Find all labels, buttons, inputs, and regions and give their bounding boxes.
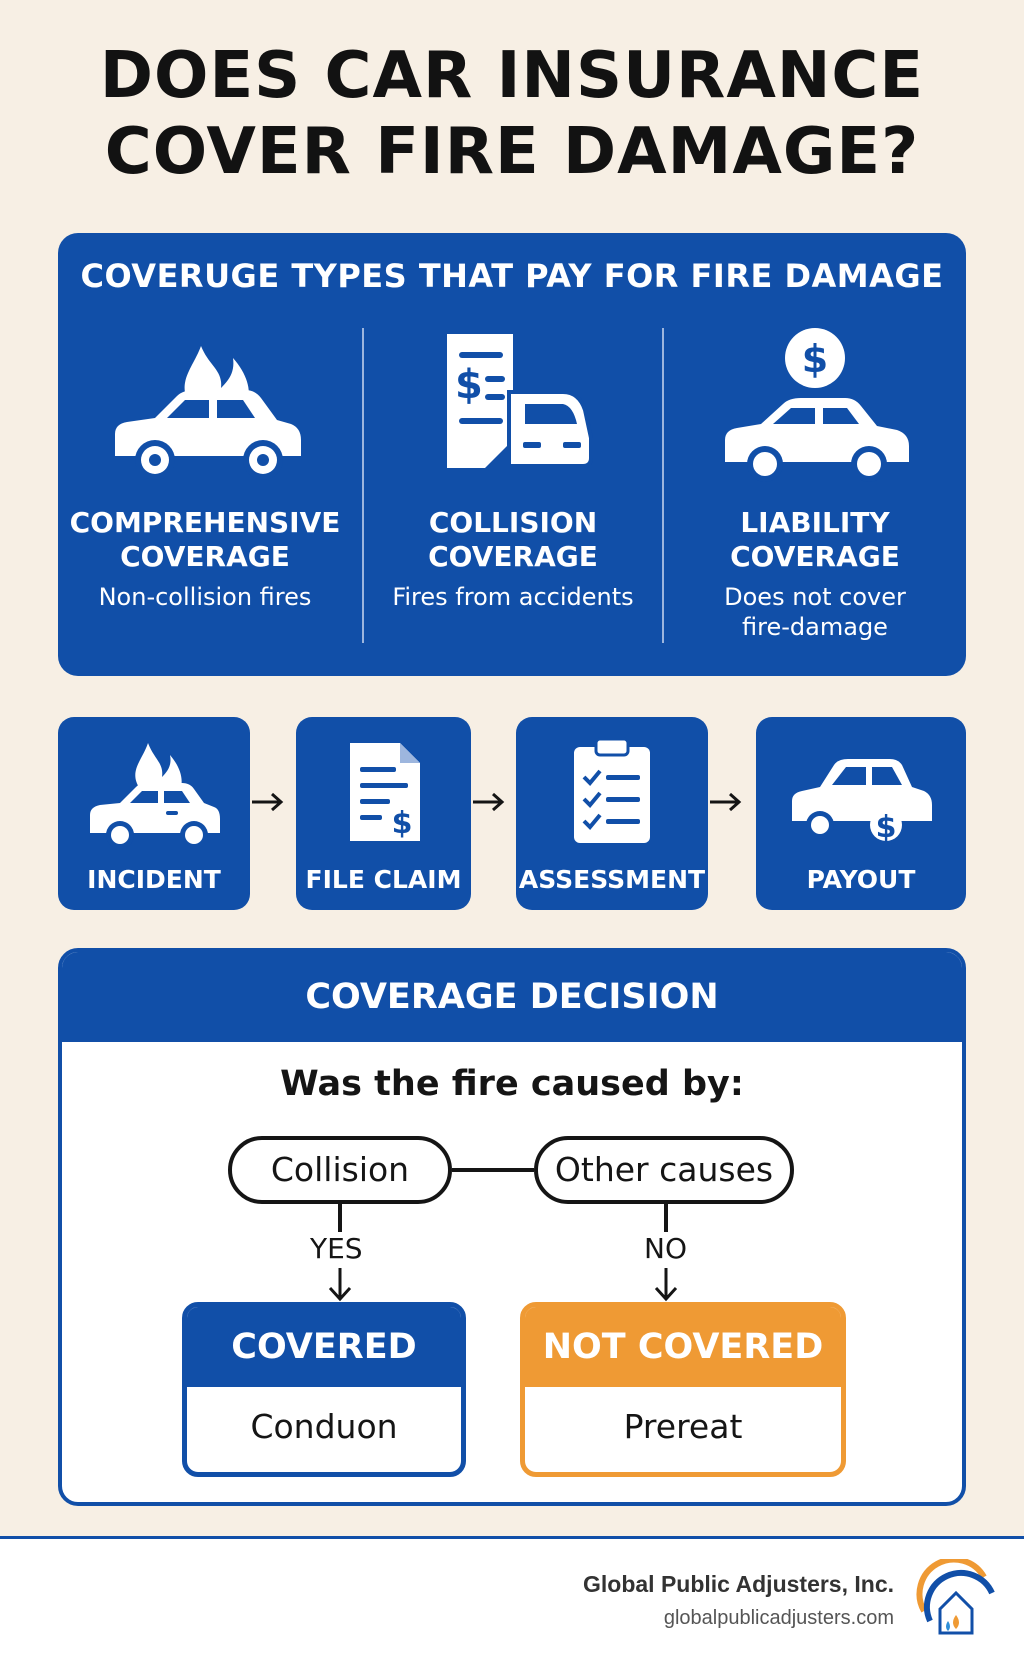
step-label: INCIDENT	[87, 865, 221, 894]
car-dollar-icon: $	[792, 759, 932, 845]
comprehensive-coverage-card: COMPREHENSIVE COVERAGE Non-collision fir…	[60, 328, 350, 648]
coverage-desc-line: Non-collision fires	[98, 583, 312, 611]
coverage-description: Does not cover fire-damage	[670, 582, 960, 642]
covered-title: COVERED	[187, 1307, 461, 1387]
svg-text:$: $	[876, 810, 897, 845]
coverage-title-line: LIABILITY	[740, 506, 890, 539]
coverage-desc-line: Fires from accidents	[392, 583, 634, 611]
coverage-decision-panel: COVERAGE DECISION Was the fire caused by…	[58, 948, 966, 1506]
coverage-heading: COVERUGE TYPES THAT PAY FOR FIRE DAMAGE	[80, 257, 944, 295]
not-covered-body: Prereat	[623, 1407, 743, 1446]
liability-coverage-card: $ LIABILITY COVERAGE Does not cover fire…	[670, 328, 960, 648]
coverage-title: LIABILITY COVERAGE	[670, 506, 960, 574]
step-label: PAYOUT	[806, 865, 916, 894]
coverage-title-line: COMPREHENSIVE	[69, 506, 341, 539]
option-collision: Collision	[228, 1136, 452, 1204]
page-title: DOES CAR INSURANCE COVER FIRE DAMAGE?	[30, 38, 994, 190]
coverage-title: COLLISION COVERAGE	[368, 506, 658, 574]
arrow-down-icon	[654, 1268, 678, 1302]
website-link[interactable]: globalpublicadjusters.com	[663, 1607, 894, 1629]
connector-line	[452, 1168, 534, 1172]
column-divider	[362, 328, 364, 643]
arrow-right-icon	[473, 792, 505, 812]
svg-text:$: $	[391, 806, 412, 841]
decision-question: Was the fire caused by:	[280, 1064, 744, 1104]
not-covered-box: NOT COVERED Prereat	[520, 1302, 846, 1477]
coverage-desc-line: Does not cover	[724, 583, 906, 611]
footer-divider	[0, 1536, 1024, 1539]
step-assessment: ASSESSMENT	[516, 717, 708, 910]
company-name: Global Public Adjusters, Inc.	[583, 1571, 894, 1597]
step-payout: $ PAYOUT	[756, 717, 966, 910]
coverage-title-line: COLLISION	[428, 506, 598, 539]
title-line-1: DOES CAR INSURANCE	[99, 39, 925, 113]
collision-coverage-card: $ COLLISION COVERAGE Fires from accident…	[368, 328, 658, 648]
coverage-title-line: COVERAGE	[428, 540, 598, 573]
coverage-types-panel: COVERUGE TYPES THAT PAY FOR FIRE DAMAGE …	[58, 233, 966, 676]
connector-line	[664, 1204, 668, 1232]
step-incident: INCIDENT	[58, 717, 250, 910]
coverage-title: COMPREHENSIVE COVERAGE	[60, 506, 350, 574]
burning-car-icon	[115, 346, 301, 480]
step-label: FILE CLAIM	[305, 865, 462, 894]
svg-text:$: $	[455, 362, 483, 408]
car-dollar-icon: $	[725, 328, 909, 482]
coverage-description: Non-collision fires	[60, 582, 350, 612]
coverage-title-line: COVERAGE	[730, 540, 900, 573]
title-line-2: COVER FIRE DAMAGE?	[104, 115, 920, 189]
option-other-causes: Other causes	[534, 1136, 794, 1204]
coverage-title-line: COVERAGE	[120, 540, 290, 573]
not-covered-title: NOT COVERED	[525, 1307, 841, 1387]
burning-car-icon	[90, 743, 220, 847]
step-label: ASSESSMENT	[518, 865, 706, 894]
company-logo-icon	[916, 1559, 995, 1635]
arrow-right-icon	[252, 792, 284, 812]
covered-body: Conduon	[250, 1407, 398, 1446]
arrow-right-icon	[710, 792, 742, 812]
claim-document-icon: $	[349, 743, 420, 841]
coverage-description: Fires from accidents	[368, 582, 658, 612]
yes-label: YES	[310, 1232, 363, 1265]
coverage-desc-line: fire-damage	[742, 613, 888, 641]
covered-box: COVERED Conduon	[182, 1302, 466, 1477]
document-car-icon: $	[447, 334, 593, 468]
checklist-icon	[574, 737, 650, 843]
svg-text:$: $	[802, 337, 828, 381]
connector-line	[338, 1204, 342, 1232]
no-label: NO	[644, 1232, 687, 1265]
column-divider	[662, 328, 664, 643]
footer: Global Public Adjusters, Inc. globalpubl…	[0, 1539, 1024, 1666]
decision-heading: COVERAGE DECISION	[62, 952, 962, 1042]
step-file-claim: $ FILE CLAIM	[296, 717, 471, 910]
arrow-down-icon	[328, 1268, 352, 1302]
